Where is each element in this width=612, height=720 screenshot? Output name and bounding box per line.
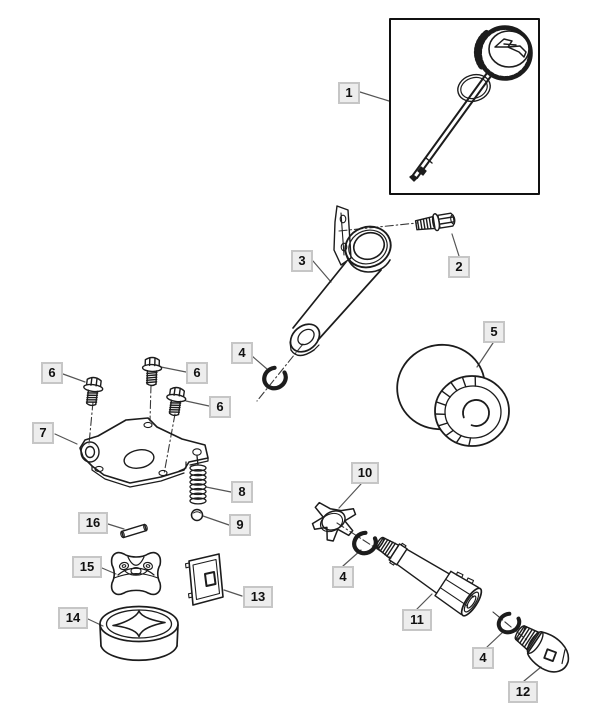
part-12-plug-drawing — [514, 625, 570, 673]
inset-box — [389, 18, 540, 195]
part-11-tube-drawing — [375, 536, 483, 617]
part-14-housing-ring-drawing — [99, 605, 179, 662]
part-4-oring-a-drawing — [262, 365, 288, 391]
callout-3[interactable]: 3 — [291, 250, 313, 272]
part-1-dipstick-drawing — [389, 18, 540, 195]
callout-14[interactable]: 14 — [58, 607, 88, 629]
callout-9[interactable]: 9 — [229, 514, 251, 536]
callout-4a[interactable]: 4 — [231, 342, 253, 364]
callout-15[interactable]: 15 — [72, 556, 102, 578]
callout-16[interactable]: 16 — [78, 512, 108, 534]
callout-6b[interactable]: 6 — [186, 362, 208, 384]
callout-7[interactable]: 7 — [32, 422, 54, 444]
callout-11[interactable]: 11 — [402, 609, 432, 631]
part-10-retainer-drawing — [311, 501, 357, 542]
part-6-bolt-middle-drawing — [141, 356, 163, 387]
part-3-filler-neck-drawing — [289, 205, 392, 357]
callout-4c[interactable]: 4 — [472, 647, 494, 669]
callout-10[interactable]: 10 — [351, 462, 379, 484]
part-4-oring-b-drawing — [352, 530, 378, 556]
part-5-oil-filter-drawing — [396, 343, 510, 447]
callout-6a[interactable]: 6 — [41, 362, 63, 384]
part-7-adapter-plate-drawing — [79, 417, 209, 488]
callout-12[interactable]: 12 — [508, 681, 538, 703]
part-9-ball-drawing — [190, 508, 204, 522]
callout-2[interactable]: 2 — [448, 256, 470, 278]
callout-13[interactable]: 13 — [243, 586, 273, 608]
part-15-inner-rotor-drawing — [110, 551, 162, 596]
part-4-oring-c-drawing — [496, 611, 522, 635]
callout-6c[interactable]: 6 — [209, 396, 231, 418]
callout-1[interactable]: 1 — [338, 82, 360, 104]
part-2-bolt-drawing — [414, 212, 456, 232]
part-16-pin-drawing — [120, 523, 148, 539]
part-6-bolt-right-drawing — [163, 385, 188, 418]
callout-4b[interactable]: 4 — [332, 566, 354, 588]
callout-8[interactable]: 8 — [231, 481, 253, 503]
part-6-bolt-left-drawing — [80, 375, 105, 408]
part-8-spring-drawing — [189, 455, 207, 505]
callout-5[interactable]: 5 — [483, 321, 505, 343]
part-13-cover-plate-drawing — [184, 553, 224, 606]
